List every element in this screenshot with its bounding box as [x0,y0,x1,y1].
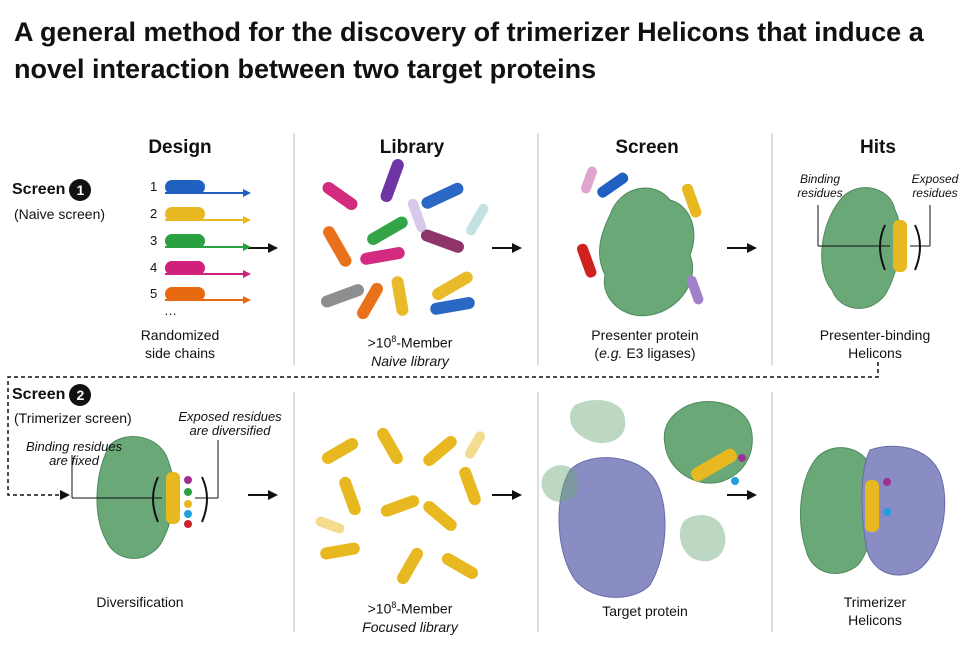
presenter-caption-line1: Presenter protein [591,327,699,343]
column-header-screen: Screen [615,137,679,158]
presenter-caption: Presenter protein (e.g. E3 ligases) [560,326,730,362]
target-protein-screen2 [541,400,753,598]
binding-fixed-annotation: Binding residues are fixed [14,440,134,468]
diversification-caption: Diversification [96,594,184,610]
design-caption-line2: side chains [144,345,216,361]
residue-dot [184,510,192,518]
screen2-badge: 2 [69,384,92,406]
column-header-hits: Hits [860,137,896,158]
flib-exp: 8 [391,600,397,610]
focused-library-caption-line1: >108-Member [330,596,490,618]
arrow-right [512,490,522,500]
design-item-number: 5 [150,286,158,301]
diversification-graphic [71,436,219,559]
hits-caption-line1: Presenter-binding [819,327,931,343]
exposed-div-line1: Exposed residues [178,409,282,424]
e3-text: E3 ligases) [622,345,696,361]
binding-residues-annotation: Binding residues [790,172,850,200]
exposed-div-line2: are diversified [189,423,271,438]
naive-library-helices [320,159,489,320]
exposed-diversified-annotation: Exposed residues are diversified [170,410,290,438]
eg-text: e.g. [599,345,623,361]
residue-dot [184,520,192,528]
presenter-binding-helicon [817,187,931,309]
residue-dot [184,500,192,508]
trimerizer-line2: Helicons [848,612,902,628]
trimerizer-helicon-complex [800,445,946,576]
design-item-number: 1 [150,179,158,194]
binding-fixed-line1: Binding residues [25,439,123,454]
presenter-caption-line2: (e.g. E3 ligases) [560,344,730,362]
naive-library-caption-line1: >108-Member [330,330,490,352]
hits-caption-line2: Helicons [848,345,902,361]
flib-prefix: >10 [367,600,392,617]
binding-line2: residues [797,186,843,200]
arrow-right [747,490,757,500]
residue-dot [184,488,192,496]
trimerizer-line1: Trimerizer [843,594,907,610]
lib-exp: 8 [391,334,397,344]
design-item-number: 2 [150,206,158,221]
binding-fixed-line2: are fixed [49,453,99,468]
arrow-right [268,243,278,253]
lib-suffix: -Member [396,334,453,351]
design-item-number: 3 [150,233,158,248]
residue-dot [184,476,192,484]
flib-suffix: -Member [396,600,453,617]
figure-title: A general method for the discovery of tr… [14,17,924,84]
screen2-label-text: Screen [12,386,66,404]
focused-library-helices [315,427,485,585]
design-ellipsis: … [164,303,177,318]
exposed-residues-annotation: Exposed residues [905,172,965,200]
exposed-line1: Exposed [911,172,959,186]
design-caption-line1: Randomized [140,327,220,343]
arrow-right [747,243,757,253]
screen1-subtitle: (Naive screen) [14,206,106,222]
screen1-label-text: Screen [12,181,66,199]
arrow-right [268,490,278,500]
design-helix-list [165,180,251,304]
focused-library-caption-line2: Focused library [362,618,458,635]
target-protein-caption: Target protein [602,603,688,619]
column-header-design: Design [148,137,212,158]
hits-caption: Presenter-binding Helicons [795,326,955,362]
design-item-number: 4 [150,260,158,275]
arrow-right [512,243,522,253]
arrow-head [60,490,70,500]
screen2-subtitle: (Trimerizer screen) [14,410,132,426]
binding-line1: Binding [799,172,841,186]
design-caption: Randomized side chains [110,326,250,362]
exposed-line2: residues [912,186,958,200]
presenter-protein-screen1 [576,166,704,317]
screen1-badge: 1 [69,179,92,201]
trimerizer-caption: Trimerizer Helicons [800,593,950,629]
focused-library-caption: >108-Member Focused library [330,596,490,636]
naive-library-caption-line2: Naive library [371,352,449,369]
paren-open: ( [594,345,600,361]
dashed-connector [7,362,879,496]
naive-library-caption: >108-Member Naive library [330,330,490,370]
column-header-library: Library [379,137,445,158]
lib-prefix: >10 [367,334,392,351]
